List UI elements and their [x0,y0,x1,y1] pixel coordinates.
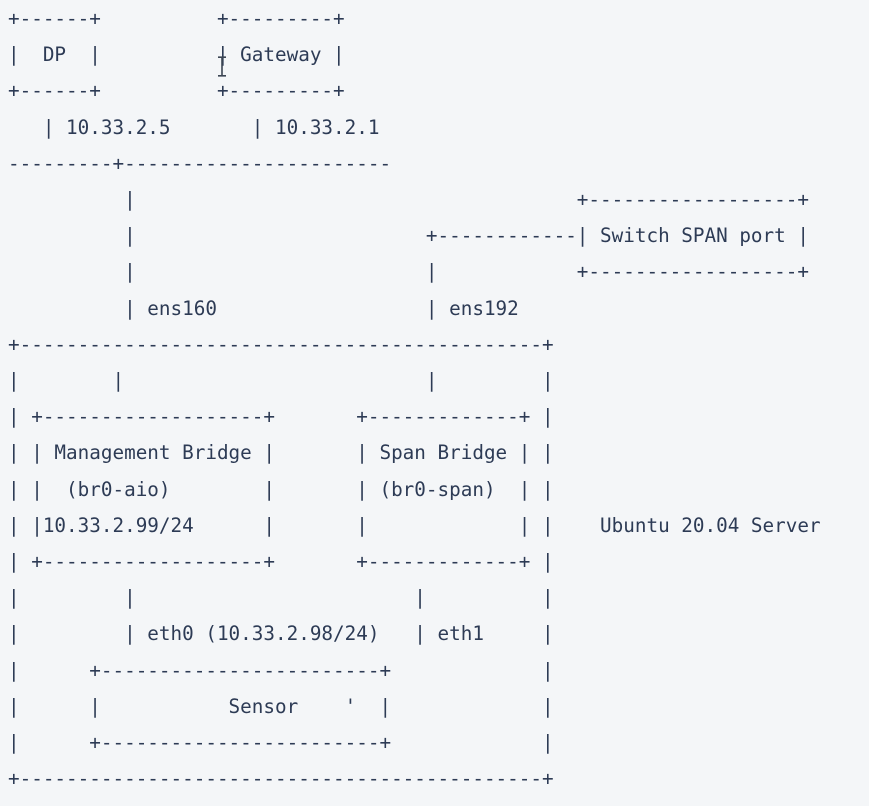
code-block: +------+ +---------+ | DP | | Gateway | … [8,7,821,791]
ascii-network-diagram: +------+ +---------+ | DP | | Gateway | … [8,7,821,791]
